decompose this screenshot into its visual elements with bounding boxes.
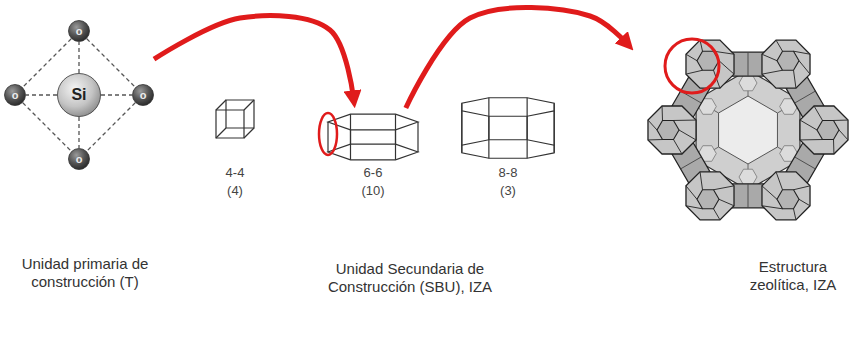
cube-wireframe bbox=[216, 100, 254, 138]
atom-label: o bbox=[4, 84, 26, 106]
atom-label: Si bbox=[57, 73, 101, 117]
atom-label: o bbox=[68, 148, 90, 170]
sbu-cube-drawing bbox=[214, 98, 256, 140]
sbu-label: (3) bbox=[500, 182, 516, 200]
sbu-label: (10) bbox=[361, 182, 384, 200]
bond-line bbox=[78, 42, 79, 73]
oxygen-atom: o bbox=[132, 84, 154, 106]
atom-label: o bbox=[68, 20, 90, 42]
sbu-label: 4-4 bbox=[226, 164, 245, 182]
primary-unit: SiooooUnidad primaria de construcción (T… bbox=[4, 20, 154, 170]
sbu-hexagonal-prism: 6-6(10) bbox=[323, 108, 423, 200]
sbu-octagonal-prism-drawing bbox=[455, 95, 561, 161]
caption: Estructura zeolítica, IZA bbox=[733, 258, 853, 294]
caption: Unidad Secundaria de Construcción (SBU),… bbox=[305, 260, 515, 296]
sbu-label: (4) bbox=[227, 182, 243, 200]
prism-wireframe bbox=[462, 98, 554, 158]
sbu-label: 6-6 bbox=[364, 164, 383, 182]
zeolite-structure: Estructura zeolítica, IZA bbox=[635, 30, 855, 230]
zeolite-framework bbox=[648, 40, 848, 220]
build-arrow bbox=[406, 8, 626, 108]
zeolite-structure-drawing bbox=[635, 30, 855, 230]
atom-label: o bbox=[132, 84, 154, 106]
sbu-hexagonal-prism-drawing bbox=[323, 108, 423, 162]
oxygen-atom: o bbox=[4, 84, 26, 106]
bond-line bbox=[26, 94, 57, 95]
bond-line bbox=[78, 117, 79, 148]
bond-line bbox=[101, 94, 132, 95]
sbu-group: 4-4(4)6-6(10)8-8(3)Unidad Secundaria de … bbox=[200, 90, 620, 210]
highlight-circle bbox=[665, 39, 719, 93]
highlight-circle bbox=[319, 113, 337, 155]
oxygen-atom: o bbox=[68, 148, 90, 170]
build-arrow bbox=[154, 16, 353, 98]
sbu-octagonal-prism: 8-8(3) bbox=[455, 95, 561, 200]
prism-wireframe bbox=[328, 114, 418, 160]
caption: Unidad primaria de construcción (T) bbox=[5, 255, 165, 291]
sbu-label: 8-8 bbox=[499, 164, 518, 182]
silicon-atom: Si bbox=[57, 73, 101, 117]
sbu-cube: 4-4(4) bbox=[213, 98, 257, 200]
oxygen-atom: o bbox=[68, 20, 90, 42]
